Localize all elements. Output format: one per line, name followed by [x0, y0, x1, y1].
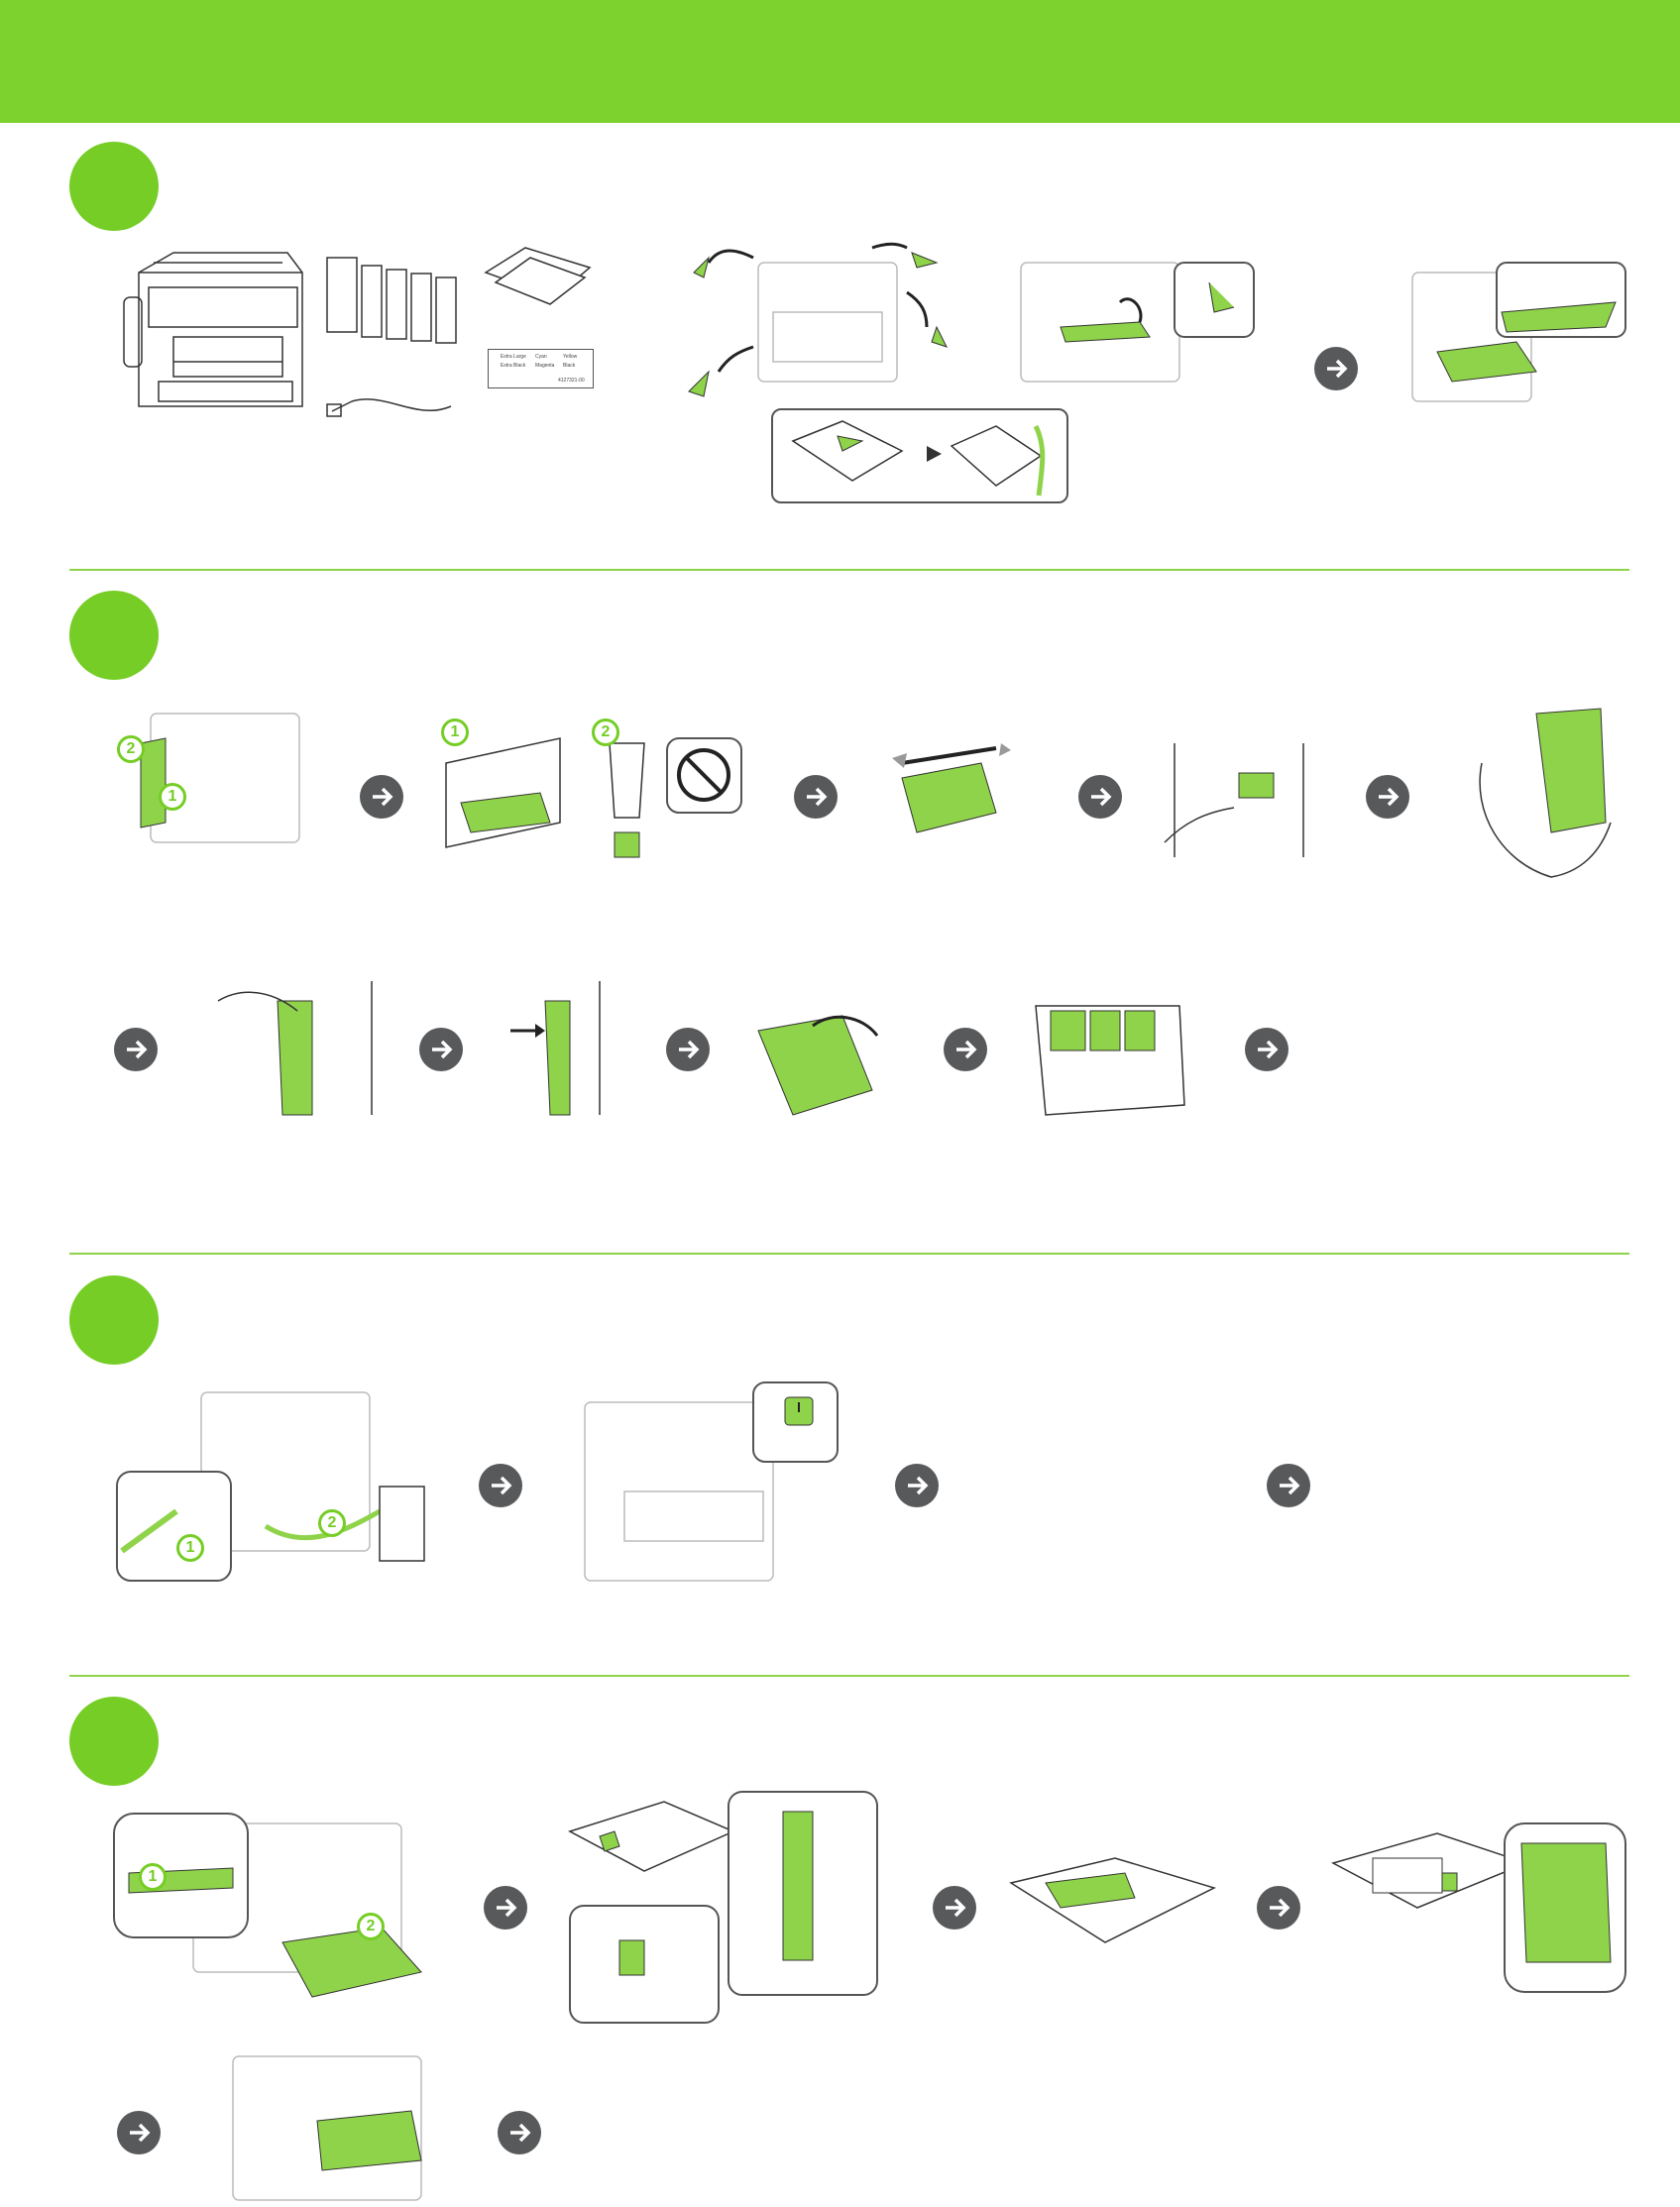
label-item: Yellow: [563, 354, 578, 360]
power-on-illustration: [584, 1381, 839, 1582]
adjust-guides-illustration: [568, 1791, 878, 2024]
section-divider: [69, 1675, 1629, 1677]
tray-detail-inset: [771, 408, 1068, 503]
open-ink-door-illustration: [140, 713, 300, 843]
arrow-right-icon: [946, 1898, 966, 1918]
number-two-icon: 2: [318, 1509, 346, 1537]
next-step-arrow: [484, 1886, 527, 1930]
number-one-icon: 1: [139, 1863, 167, 1891]
insert-cassette-illustration: [232, 2055, 422, 2201]
next-step-arrow: [794, 775, 838, 819]
edge-guide-illustration: [1331, 1822, 1626, 1993]
next-step-arrow: [1078, 775, 1122, 819]
arrow-right-icon: [1327, 359, 1348, 379]
next-step-arrow: [944, 1028, 987, 1071]
next-step-arrow: [895, 1464, 939, 1507]
printer-illustration: [123, 252, 303, 407]
unpack-ink-illustration: [445, 737, 742, 858]
power-cord-illustration: [326, 398, 452, 417]
connect-power-illustration: [116, 1391, 425, 1582]
cover-tray-illustration: [484, 247, 592, 305]
push-tray-illustration: [510, 981, 601, 1116]
shake-ink-illustration: [892, 743, 1011, 833]
number-one-icon: 1: [441, 718, 469, 746]
arrow-right-icon: [1379, 787, 1400, 807]
next-step-arrow: [360, 775, 403, 819]
pull-out-cassette-illustration: [113, 1813, 422, 1998]
section-divider: [69, 1253, 1629, 1255]
next-step-arrow: [933, 1886, 976, 1930]
output-tray-illustration: [1411, 262, 1626, 402]
label-item: Extra Black: [501, 363, 526, 369]
ink-packs-illustration: [326, 257, 457, 344]
step-3-marker: [69, 1275, 159, 1365]
arrow-right-icon: [497, 1898, 517, 1918]
next-step-arrow: [114, 1028, 158, 1071]
arrow-right-icon: [807, 787, 828, 807]
label-item: Cyan: [535, 354, 547, 360]
next-step-arrow: [1257, 1886, 1300, 1930]
label-item: Black: [563, 363, 576, 369]
number-one-icon: 1: [159, 783, 186, 811]
label-item: Extra Large: [501, 354, 526, 360]
next-step-arrow: [666, 1028, 710, 1071]
arrow-right-icon: [1258, 1040, 1279, 1059]
close-ink-door-illustration: [757, 1015, 879, 1116]
arrow-right-icon: [956, 1040, 977, 1059]
arrow-right-icon: [1280, 1476, 1300, 1495]
arrow-right-icon: [908, 1476, 929, 1495]
next-step-arrow: [419, 1028, 463, 1071]
tray-detail-illustration: [791, 420, 1046, 497]
arrow-right-icon: [510, 2123, 531, 2143]
open-cover-illustration: [1020, 262, 1255, 383]
arrow-right-icon: [373, 787, 393, 807]
arrow-right-icon: [492, 1476, 512, 1495]
number-one-icon: 1: [176, 1534, 204, 1562]
latch-tray-illustration: [217, 981, 373, 1116]
ink-label-sheet: Extra Large Extra Black Cyan Magenta Yel…: [488, 349, 594, 388]
number-two-icon: 2: [357, 1913, 385, 1940]
ink-pack-load-illustration: [1479, 708, 1612, 878]
next-step-arrow: [1245, 1028, 1288, 1071]
next-step-arrow: [1314, 347, 1358, 390]
step-1-marker: [69, 142, 159, 231]
arrow-right-icon: [1270, 1898, 1290, 1918]
arrow-right-icon: [679, 1040, 700, 1059]
prohibited-icon: [677, 748, 730, 802]
number-two-icon: 2: [592, 718, 619, 746]
arrow-right-icon: [1091, 787, 1112, 807]
next-step-arrow: [479, 1464, 522, 1507]
next-step-arrow: [498, 2111, 541, 2154]
next-step-arrow: [1366, 775, 1409, 819]
label-item: Magenta: [535, 363, 555, 369]
header-bar: [0, 0, 1680, 123]
step-4-marker: [69, 1697, 159, 1786]
section-divider: [69, 569, 1629, 571]
next-step-arrow: [117, 2111, 161, 2154]
arrow-right-icon: [432, 1040, 453, 1059]
insert-ink-tray-illustration: [1164, 743, 1304, 857]
label-footer: 4127321-00: [558, 378, 585, 384]
number-two-icon: 2: [117, 735, 145, 763]
remove-tape-illustration: [688, 242, 948, 397]
arrow-right-icon: [130, 2123, 151, 2143]
load-paper-illustration: [1009, 1857, 1217, 1943]
arrow-right-icon: [127, 1040, 148, 1059]
next-step-arrow: [1267, 1464, 1310, 1507]
step-2-marker: [69, 591, 159, 680]
remaining-inks-illustration: [1035, 1005, 1185, 1116]
